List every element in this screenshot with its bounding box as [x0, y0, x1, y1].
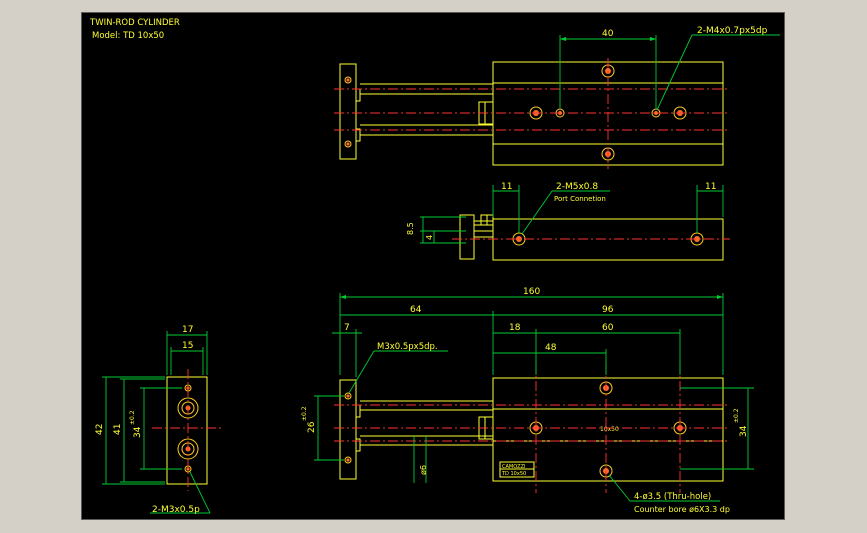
dim-26: 26 — [307, 421, 317, 433]
port-label: 2-M5x0.8 — [556, 182, 598, 192]
dim-11-left: 11 — [501, 182, 512, 192]
top-view: 40 2-M4x0.7px5dp — [334, 26, 780, 169]
dim-48: 48 — [545, 343, 557, 353]
callout-m3: 2-M3x0.5p — [152, 505, 200, 515]
front-view: 10x50 CAMOZZI TD 10x50 160 64 96 7 18 — [301, 287, 754, 514]
dim-4: 4 — [425, 235, 434, 240]
middle-view: 11 11 2-M5x0.8 Port Connetion 8.5 4 — [406, 182, 730, 261]
dim-15: 15 — [182, 341, 193, 351]
dim-42: 42 — [95, 424, 105, 435]
dim-34-tol: ±0.2 — [129, 410, 136, 425]
callout-m3-tap: M3x0.5px5dp. — [377, 342, 438, 352]
dim-26-tol: ±0.2 — [301, 406, 308, 421]
dim-60: 60 — [602, 323, 614, 333]
dim-8-5: 8.5 — [406, 222, 415, 235]
dim-phi6: ø6 — [419, 465, 428, 475]
cad-viewport[interactable]: TWIN-ROD CYLINDER Model: TD 10x50 — [81, 12, 785, 520]
dim-34r-tol: ±0.2 — [733, 408, 740, 423]
drawing-model: Model: TD 10x50 — [92, 31, 164, 41]
dim-40: 40 — [602, 29, 614, 39]
callout-thru: 4-ø3.5 (Thru-hole) — [634, 492, 711, 502]
model-mark: 10x50 — [600, 426, 619, 433]
dim-41: 41 — [113, 424, 123, 435]
dim-34: 34 — [133, 426, 143, 438]
dim-160: 160 — [523, 287, 540, 297]
dim-18: 18 — [509, 323, 521, 333]
dim-64: 64 — [410, 305, 422, 315]
nameplate-bottom: TD 10x50 — [501, 471, 526, 477]
drawing-title: TWIN-ROD CYLINDER — [89, 18, 180, 28]
callout-cbore: Counter bore ø6X3.3 dp — [634, 505, 730, 514]
port-sub: Port Connetion — [554, 195, 606, 203]
dim-96: 96 — [602, 305, 614, 315]
side-view: 17 15 42 41 34 ±0.2 2-M3x0.5p — [95, 325, 222, 515]
dim-7: 7 — [344, 323, 350, 333]
nameplate-top: CAMOZZI — [502, 464, 526, 470]
dim-34r: 34 — [739, 425, 749, 437]
cylinder-drawing: TWIN-ROD CYLINDER Model: TD 10x50 — [89, 18, 780, 515]
callout-m4-tap: 2-M4x0.7px5dp — [697, 26, 768, 36]
dim-11-right: 11 — [705, 182, 716, 192]
dim-17: 17 — [182, 325, 193, 335]
